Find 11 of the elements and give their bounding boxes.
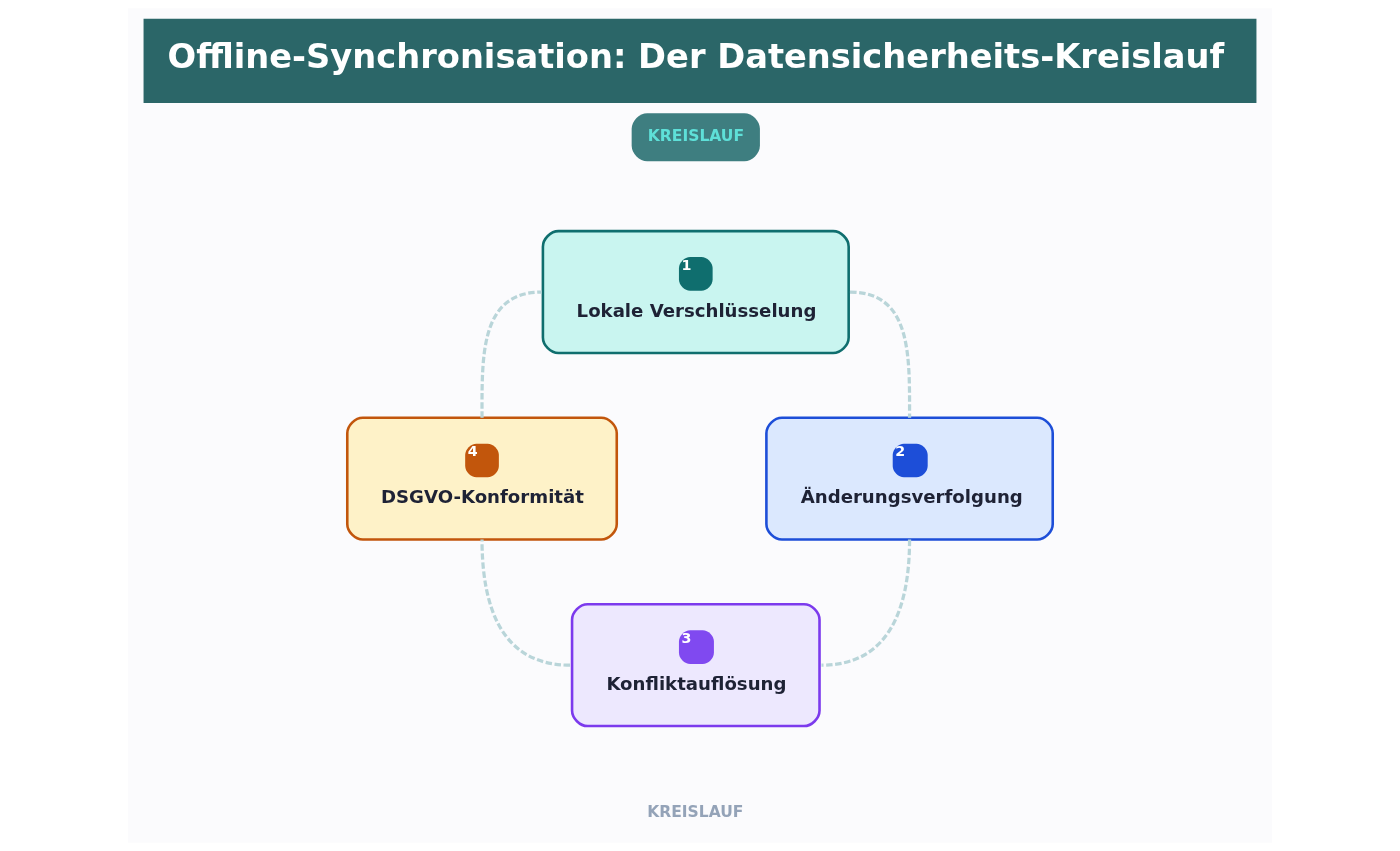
node-box: 1 Lokale Verschlüsselung [541, 229, 850, 355]
connector [480, 290, 542, 418]
node-box: 2 Änderungsverfolgung [765, 416, 1054, 541]
connector [480, 539, 571, 667]
connector [849, 290, 912, 418]
label: KREISLAUF [647, 126, 745, 145]
label: KREISLAUF [647, 802, 744, 821]
node-box: 4 DSGVO-Konformität [346, 416, 619, 541]
connector [821, 539, 912, 667]
diagram-title: Offline-Synchronisation: Der Datensicherheits-Kreislauf [167, 37, 1225, 77]
node-box: 3 Konfliktauflösung [570, 603, 821, 728]
